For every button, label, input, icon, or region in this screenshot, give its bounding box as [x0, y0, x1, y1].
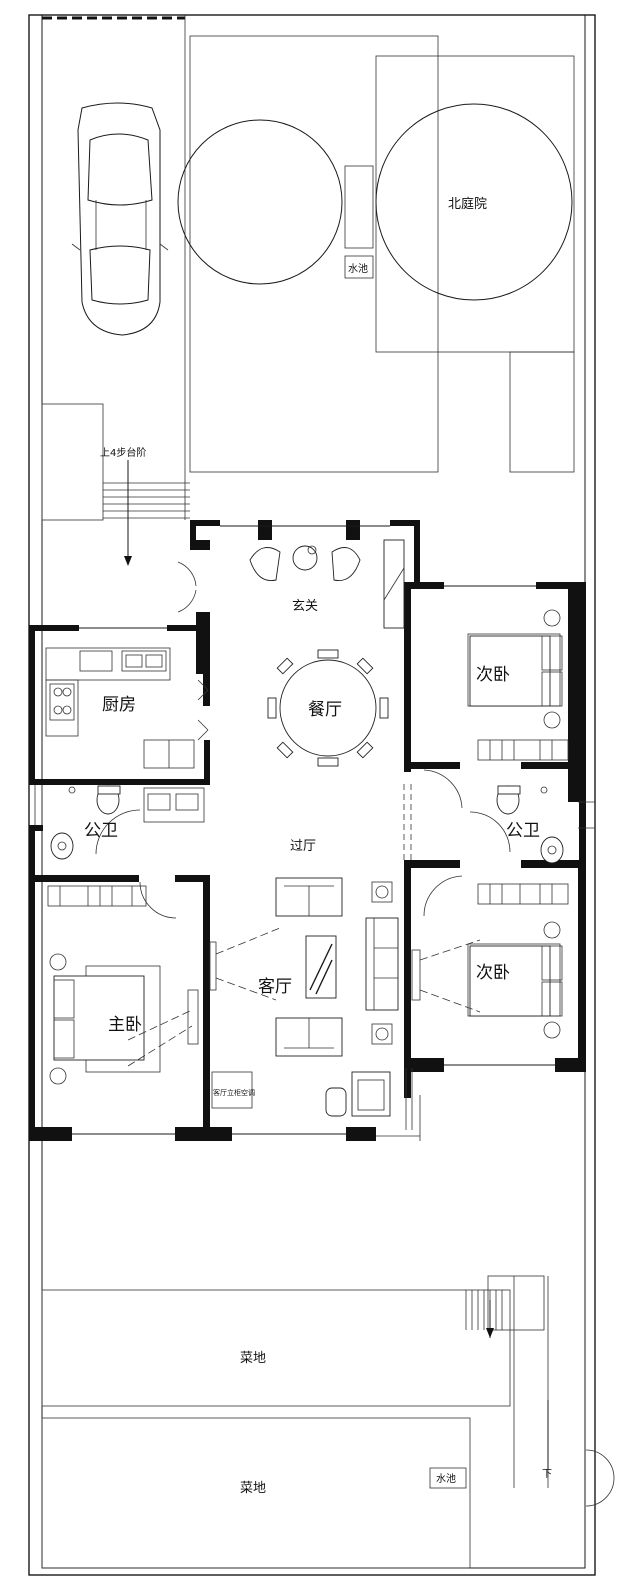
bedroom-lower-furniture [411, 875, 569, 1039]
north-courtyard-label: 北庭院 [448, 196, 487, 212]
bedroom-lower-label: 次卧 [476, 963, 510, 983]
north-courtyard [177, 35, 575, 473]
kitchen-fixtures [45, 647, 209, 823]
hall-label: 过厅 [290, 839, 316, 854]
dining-table [267, 649, 389, 767]
living-room-label: 客厅 [258, 977, 292, 997]
steps-label: 上4步台阶 [100, 446, 146, 459]
vegetable-plot-1-label: 菜地 [240, 1351, 266, 1366]
master-bedroom-label: 主卧 [108, 1015, 142, 1035]
living-ac-label: 客厅立柜空调 [213, 1088, 255, 1097]
foyer-furniture [177, 539, 405, 629]
bath-left-label: 公卫 [84, 821, 118, 841]
master-bedroom-furniture [47, 881, 199, 1085]
bath-right-fixtures [469, 785, 564, 864]
dining-label: 餐厅 [308, 700, 342, 720]
foyer-label: 玄关 [292, 599, 318, 614]
house-walls [29, 520, 595, 1141]
car-icon [71, 102, 169, 336]
vegetable-plot-2-label: 菜地 [240, 1481, 266, 1496]
kitchen-label: 厨房 [102, 695, 136, 715]
south-garden [41, 1275, 615, 1569]
living-room-furniture [209, 784, 413, 1130]
bedroom-upper-label: 次卧 [476, 665, 510, 685]
pond-south-label: 水池 [436, 1472, 456, 1485]
pond-north-label: 水池 [348, 262, 368, 275]
bath-right-label: 公卫 [506, 821, 540, 841]
bedroom-upper-furniture [423, 609, 569, 809]
down-label: 下 [542, 1469, 552, 1480]
bath-left-fixtures [50, 785, 141, 860]
parking-lines [41, 15, 190, 566]
